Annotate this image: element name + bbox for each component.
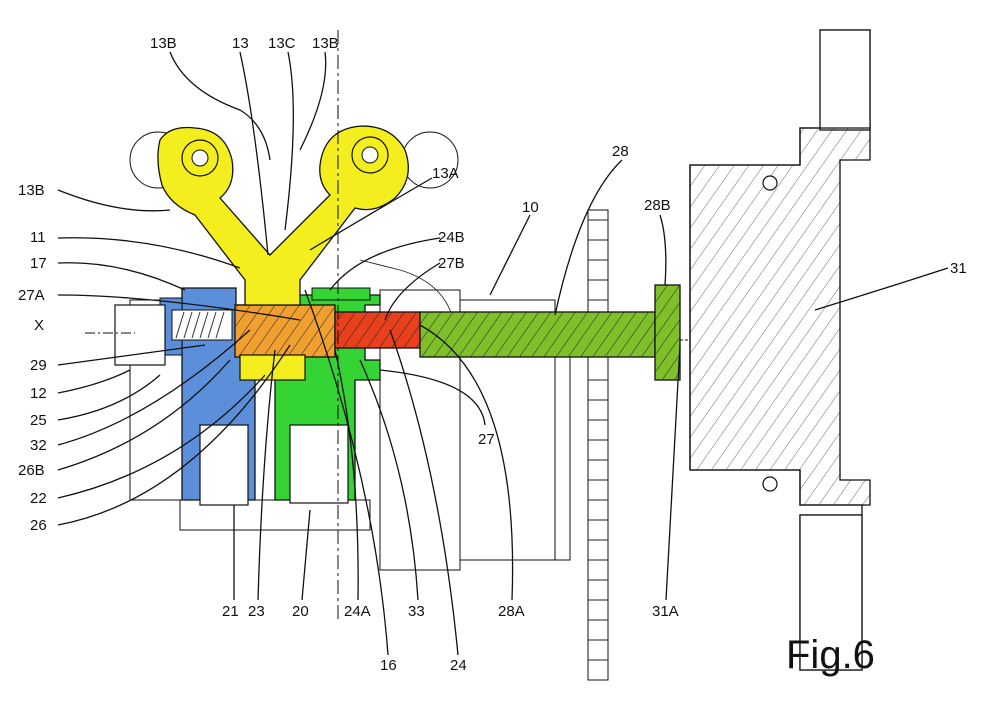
orange-part-23 [234,304,336,358]
label-31A: 31A [652,603,679,620]
label-22: 22 [30,490,47,507]
label-16: 16 [380,657,397,674]
label-33: 33 [408,603,425,620]
label-13A: 13A [432,165,459,182]
label-13C: 13C [268,35,296,52]
label-23: 23 [248,603,265,620]
label-10: 10 [522,199,539,216]
label-13: 13 [232,35,249,52]
red-part-27 [334,311,421,349]
label-20: 20 [292,603,309,620]
label-12: 12 [30,385,47,402]
label-X: X [34,317,44,334]
label-27B: 27B [438,255,465,272]
end-cap [114,304,166,366]
label-21: 21 [222,603,239,620]
axis-lines [85,30,690,620]
part-labels: 13B 13 13C 13B 13B 13A 28 10 28B 11 24B … [18,35,967,674]
label-28B: 28B [644,197,671,214]
label-17: 17 [30,255,47,272]
label-24A: 24A [344,603,371,620]
label-27A: 27A [18,287,45,304]
housing-31 [689,29,871,671]
olive-shaft-28 [419,284,681,381]
label-13B: 13B [150,35,177,52]
label-25: 25 [30,412,47,429]
label-13B: 13B [18,182,45,199]
label-31: 31 [950,260,967,277]
label-13B: 13B [312,35,339,52]
label-29: 29 [30,357,47,374]
label-32: 32 [30,437,47,454]
label-24B: 24B [438,229,465,246]
label-26: 26 [30,517,47,534]
label-27: 27 [478,431,495,448]
label-26B: 26B [18,462,45,479]
label-24: 24 [450,657,467,674]
figure-title: Fig.6 [786,633,875,677]
label-28: 28 [612,143,629,160]
spring-icon [171,309,233,341]
label-28A: 28A [498,603,525,620]
label-11: 11 [30,229,46,246]
sprocket-wheel [587,209,609,681]
leader-lines [57,51,949,656]
